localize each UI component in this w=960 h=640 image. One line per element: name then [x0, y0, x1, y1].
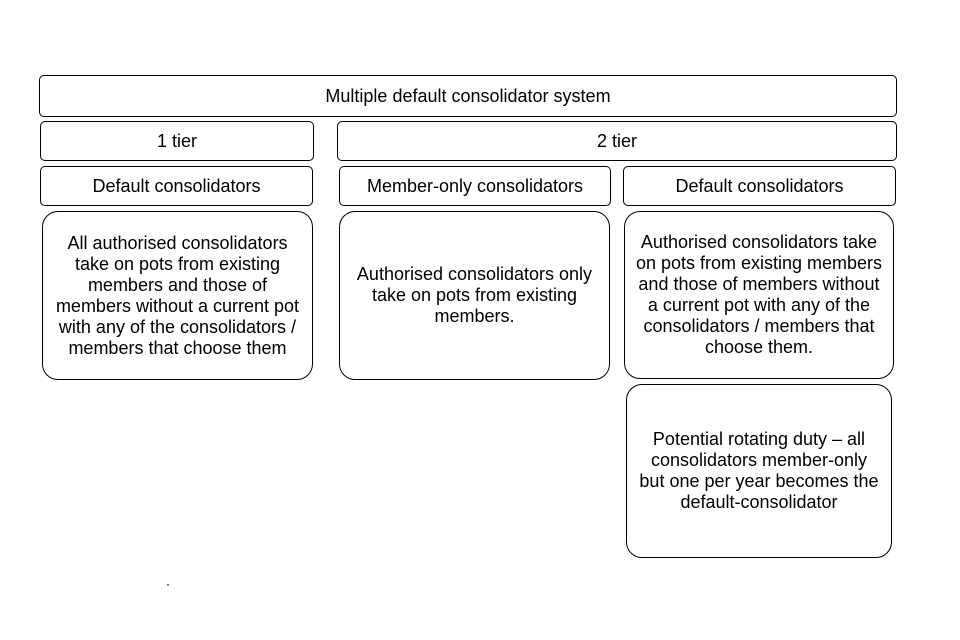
stray-dot — [167, 584, 169, 586]
tier-1-description-card: All authorised consolidators take on pot… — [42, 211, 313, 380]
tier-1-default-consolidators-header: Default consolidators — [40, 166, 313, 206]
tier-2-default-consolidators-header: Default consolidators — [623, 166, 896, 206]
tier-1-label: 1 tier — [156, 130, 198, 151]
tier-1-default-consolidators-label: Default consolidators — [92, 175, 261, 196]
tier-2-label: 2 tier — [596, 130, 638, 151]
tier-2-default-consolidators-label: Default consolidators — [675, 175, 844, 196]
tier-2-default-description-card: Authorised consolidators take on pots fr… — [624, 211, 894, 379]
rotating-duty-text: Potential rotating duty – all consolidat… — [639, 429, 879, 512]
member-only-consolidators-label: Member-only consolidators — [366, 175, 584, 196]
tier-1-box: 1 tier — [40, 121, 314, 161]
tier-2-box: 2 tier — [337, 121, 897, 161]
root-box: Multiple default consolidator system — [39, 75, 897, 117]
root-label: Multiple default consolidator system — [325, 85, 611, 106]
member-only-consolidators-header: Member-only consolidators — [339, 166, 611, 206]
member-only-description-text: Authorised consolidators only take on po… — [356, 264, 593, 326]
tier-1-description-text: All authorised consolidators take on pot… — [55, 232, 300, 358]
member-only-description-card: Authorised consolidators only take on po… — [339, 211, 610, 380]
rotating-duty-card: Potential rotating duty – all consolidat… — [626, 384, 892, 558]
tier-2-default-description-text: Authorised consolidators take on pots fr… — [635, 232, 883, 357]
